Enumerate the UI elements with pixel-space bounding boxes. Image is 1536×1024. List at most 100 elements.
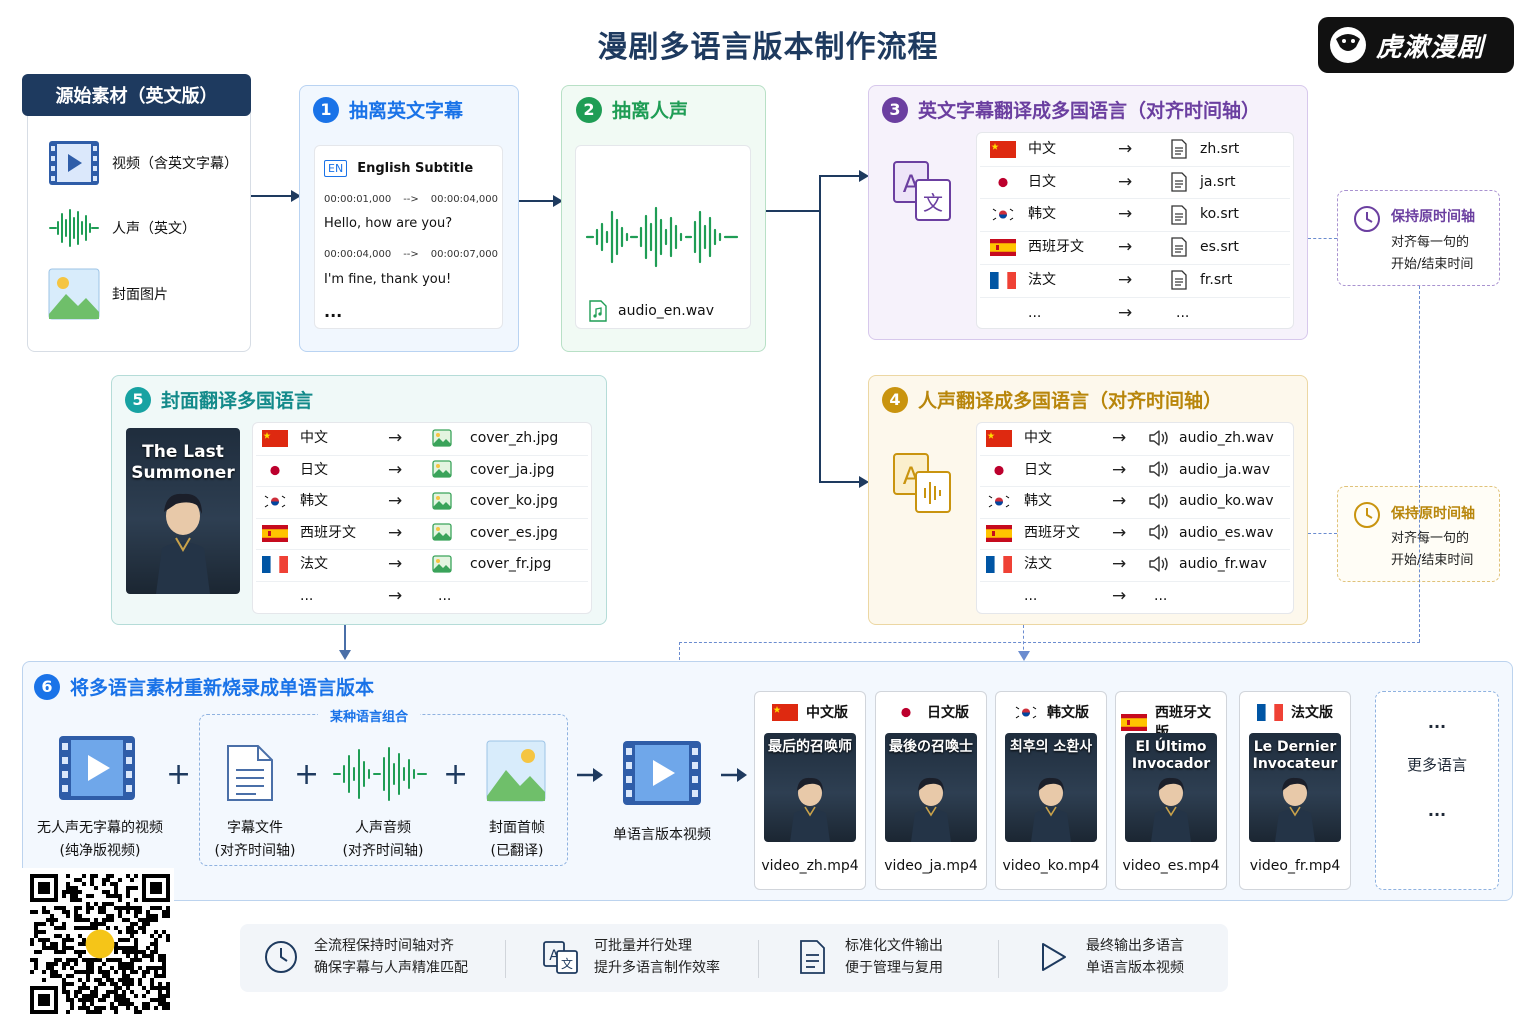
- flag-icon: [262, 461, 288, 479]
- speaker-icon: [1148, 492, 1170, 514]
- file-name: cover_zh.jpg: [470, 430, 559, 446]
- file-name: ...: [438, 587, 452, 604]
- cover-title: 最後の召喚士: [889, 739, 973, 755]
- source-header-label: 源始素材（英文版）: [55, 86, 218, 107]
- footer-divider: [758, 940, 759, 978]
- row-divider: [980, 198, 1290, 200]
- flag-icon: [990, 140, 1016, 158]
- arrow-right-icon: →: [1112, 522, 1127, 543]
- clock-icon: [265, 941, 297, 973]
- arrow-right-icon: →: [1118, 237, 1133, 258]
- qr-code: [22, 868, 174, 1018]
- step3-row: 西班牙文 → es.srt: [976, 231, 1294, 264]
- arrow-right-icon: →: [388, 522, 403, 543]
- dashed-connector: [1023, 625, 1024, 655]
- step4-row: 西班牙文→audio_es.wav: [976, 518, 1294, 550]
- row-divider: [980, 165, 1290, 167]
- cue-arrow: -->: [403, 194, 419, 205]
- more-dots: ...: [1427, 801, 1447, 820]
- waveform-icon: [585, 206, 739, 268]
- version-label: 日文版: [927, 705, 969, 721]
- language-label: 韩文: [1028, 206, 1056, 223]
- step1-title-text: 抽离英文字幕: [349, 100, 464, 122]
- flag-icon: [262, 556, 288, 574]
- arrow-right-icon: →: [1118, 302, 1133, 323]
- document-icon: [800, 940, 825, 974]
- step3-row: 韩文→ko.srt: [976, 198, 1294, 231]
- footer-item: 标准化文件输出便于管理与复用: [793, 935, 943, 979]
- flag-icon: [262, 430, 288, 448]
- row-divider: [980, 517, 1290, 519]
- version-file-name: video_es.mp4: [1122, 858, 1220, 874]
- file-name: ...: [1176, 304, 1190, 321]
- step5-row: ...→...: [252, 581, 592, 613]
- step5-title: 5 封面翻译多国语言: [125, 386, 313, 413]
- footer-line: 单语言版本视频: [1086, 960, 1184, 976]
- flag-icon: [990, 271, 1016, 289]
- file-name: cover_fr.jpg: [470, 556, 552, 572]
- image-icon: [48, 268, 100, 320]
- plus-sign: +: [166, 757, 192, 792]
- step4-title: 4 人声翻译成多国语言（对齐时间轴）: [882, 386, 1222, 413]
- flag-icon: [1013, 703, 1039, 721]
- step3-row: 中文→zh.srt: [976, 133, 1294, 166]
- dashed-connector: [679, 642, 1420, 643]
- combo-label: 某种语言组合: [318, 706, 421, 725]
- language-label: 韩文: [300, 493, 328, 509]
- row-divider: [980, 580, 1290, 582]
- flag-icon: [986, 588, 1012, 605]
- row-divider: [980, 231, 1290, 233]
- step6-number: 6: [34, 673, 60, 700]
- language-label: 西班牙文: [1028, 239, 1084, 256]
- arrow-right-icon: →: [1118, 269, 1133, 290]
- file-name: audio_ja.wav: [1179, 461, 1271, 478]
- step4-row: 法文→audio_fr.wav: [976, 549, 1294, 581]
- version-file-name: video_fr.mp4: [1249, 858, 1341, 874]
- step4-title-text: 人声翻译成多国语言（对齐时间轴）: [918, 390, 1223, 412]
- file-name: es.srt: [1200, 239, 1239, 256]
- flag-icon: [986, 556, 1012, 574]
- source-item-video: 视频（含英文字幕）: [48, 140, 238, 186]
- language-label: 中文: [1024, 430, 1052, 446]
- language-label: 西班牙文: [1024, 524, 1080, 541]
- step3-row: 日文→ja.srt: [976, 166, 1294, 199]
- image-icon: [486, 740, 546, 802]
- language-label: 韩文: [1024, 493, 1052, 509]
- version-cover-image: El Último Invocador: [1125, 733, 1217, 842]
- flag-icon: [986, 493, 1012, 511]
- plus-sign: +: [443, 757, 469, 792]
- step5-row: 韩文→cover_ko.jpg: [252, 486, 592, 518]
- version-cover-image: 最後の召喚士: [885, 733, 977, 842]
- language-label: 法文: [300, 556, 328, 572]
- flag-icon: [1121, 713, 1147, 731]
- audio-card: [575, 145, 751, 329]
- cover-title: El Último Invocador: [1131, 739, 1211, 772]
- arrow-right-icon: →: [1112, 585, 1127, 606]
- file-name: zh.srt: [1200, 141, 1240, 157]
- connector: [819, 175, 821, 482]
- part-label: 字幕文件: [227, 820, 283, 836]
- language-label: 西班牙文: [300, 524, 356, 541]
- plus-sign: +: [294, 757, 320, 792]
- flag-icon: [262, 588, 288, 605]
- flow-arrow: [251, 190, 301, 202]
- dashed-connector: [1308, 533, 1337, 534]
- footer-item: 最终输出多语言单语言版本视频: [1034, 935, 1184, 979]
- speaker-icon: [1148, 460, 1170, 482]
- language-label: ...: [1028, 304, 1042, 321]
- footer-line: 最终输出多语言: [1086, 938, 1184, 954]
- footer-line: 全流程保持时间轴对齐: [314, 938, 454, 954]
- cue-start: 00:00:01,000: [324, 194, 392, 205]
- character-illustration: [911, 777, 951, 842]
- version-label: 法文版: [1291, 705, 1333, 721]
- voice-translate-icon: A: [893, 453, 951, 513]
- image-icon: [432, 492, 452, 514]
- row-divider: [980, 454, 1290, 456]
- footer-divider: [505, 940, 506, 978]
- footer-line: 确保字幕与人声精准匹配: [314, 960, 468, 976]
- row-divider: [256, 454, 588, 456]
- subtitle-file-icon: [227, 745, 273, 801]
- part-label: 人声音频: [355, 820, 411, 836]
- step3-note-title: 保持原时间轴: [1391, 209, 1475, 225]
- translate-icon: A 文: [893, 161, 951, 221]
